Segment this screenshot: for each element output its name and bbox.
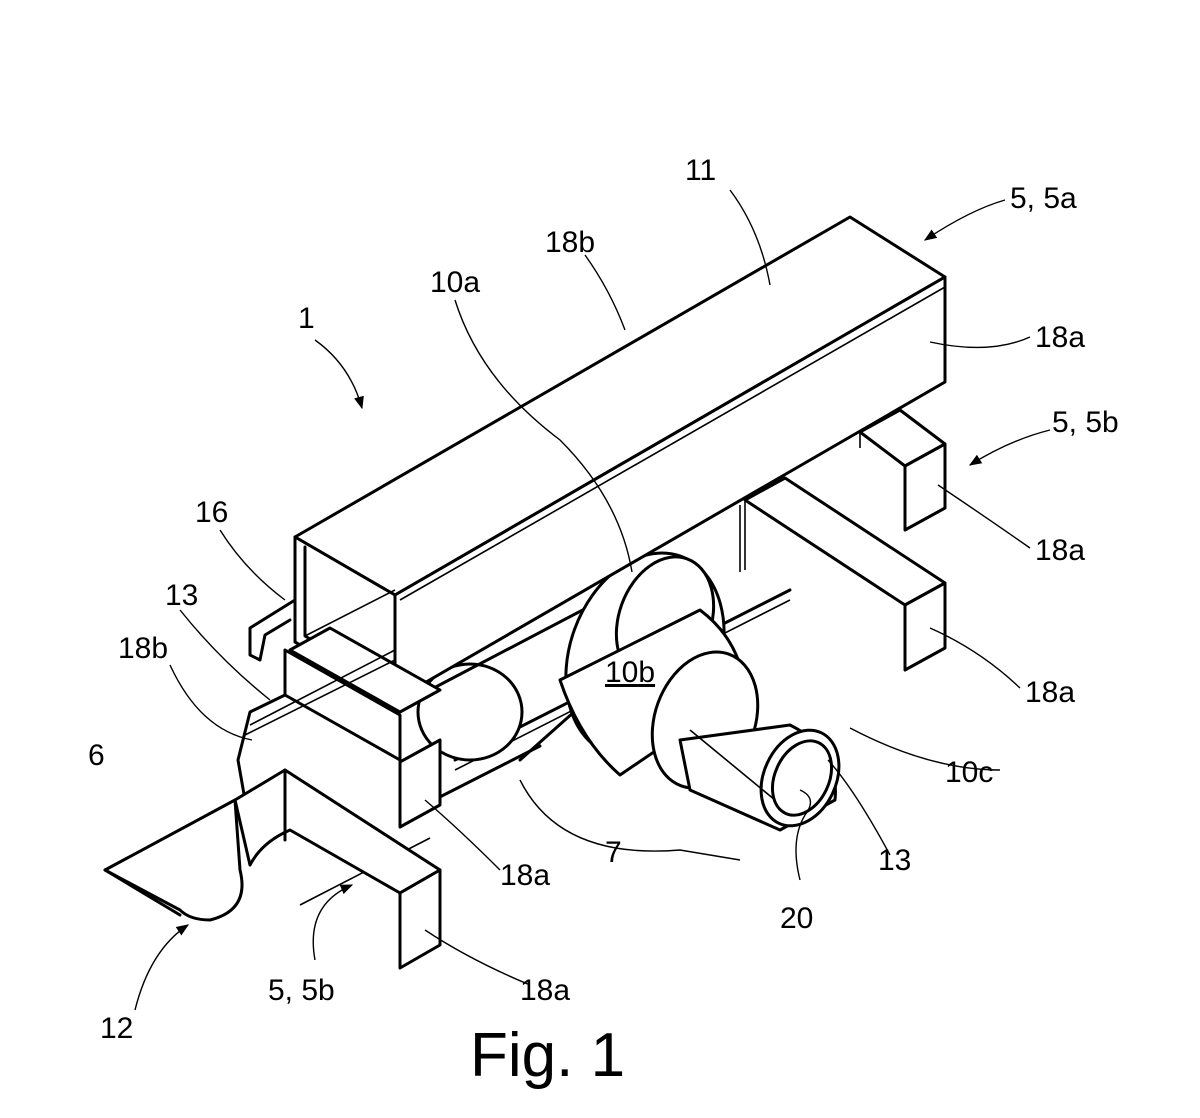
label-18b-top: 18b: [545, 226, 595, 259]
label-1: 1: [298, 302, 315, 335]
label-18a-right-upper: 18a: [1035, 534, 1085, 567]
figure-caption: Fig. 1: [470, 1021, 625, 1090]
label-18a-bottom: 18a: [520, 974, 570, 1007]
right-bracket-upper: [858, 408, 947, 532]
label-12: 12: [100, 1012, 133, 1045]
label-20: 20: [780, 902, 813, 935]
label-18a-right-lower: 18a: [1025, 676, 1075, 709]
cylinder-assembly: [416, 551, 841, 832]
label-16: 16: [195, 496, 228, 529]
label-10a: 10a: [430, 266, 480, 299]
arrows: [134, 199, 1051, 1011]
label-10b: 10b: [605, 656, 655, 689]
label-18a-mid: 18a: [500, 859, 550, 892]
label-13-left: 13: [165, 579, 198, 612]
label-5-5b-bottom: 5, 5b: [268, 974, 335, 1007]
label-11: 11: [685, 154, 716, 187]
label-18b-left: 18b: [118, 632, 168, 665]
main-beam: [248, 215, 947, 702]
bottom-bracket: [103, 768, 442, 970]
reference-labels: 11 5, 5a 18b 10a 1 18a 5, 5b 18a 16 13 1…: [88, 154, 1119, 1045]
label-5-5a: 5, 5a: [1010, 182, 1077, 215]
right-bracket-lower: [739, 476, 947, 672]
label-18a-top: 18a: [1035, 321, 1085, 354]
label-13-right: 13: [878, 844, 911, 877]
middle-clamp: [236, 626, 442, 829]
label-6: 6: [88, 739, 105, 772]
label-10c: 10c: [945, 756, 993, 789]
label-7: 7: [605, 836, 622, 869]
leader-lines: [169, 189, 1031, 986]
label-5-5b-right: 5, 5b: [1052, 406, 1119, 439]
